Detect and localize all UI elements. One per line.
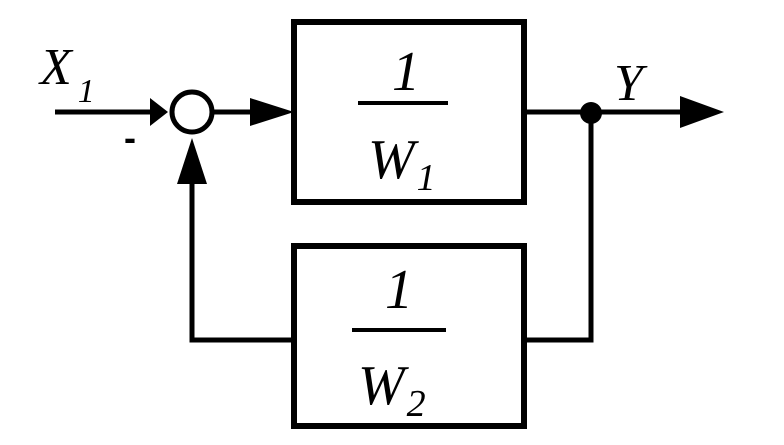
- output-label: Y: [614, 55, 648, 112]
- forward-input-arrowhead: [250, 98, 294, 126]
- feedback-denominator: W2: [358, 355, 426, 425]
- feedback-arrowhead: [177, 138, 207, 184]
- input-arrowhead: [150, 98, 168, 126]
- forward-numerator: 1: [392, 41, 420, 103]
- forward-denominator: W1: [368, 129, 436, 199]
- feedback-tap-line: [524, 113, 594, 343]
- feedback-return-line: [189, 180, 294, 343]
- feedback-block: [291, 243, 527, 429]
- feedback-numerator: 1: [385, 259, 413, 321]
- output-arrowhead: [680, 96, 724, 128]
- feedback-sign: -: [124, 117, 136, 158]
- summing-junction: [169, 89, 215, 135]
